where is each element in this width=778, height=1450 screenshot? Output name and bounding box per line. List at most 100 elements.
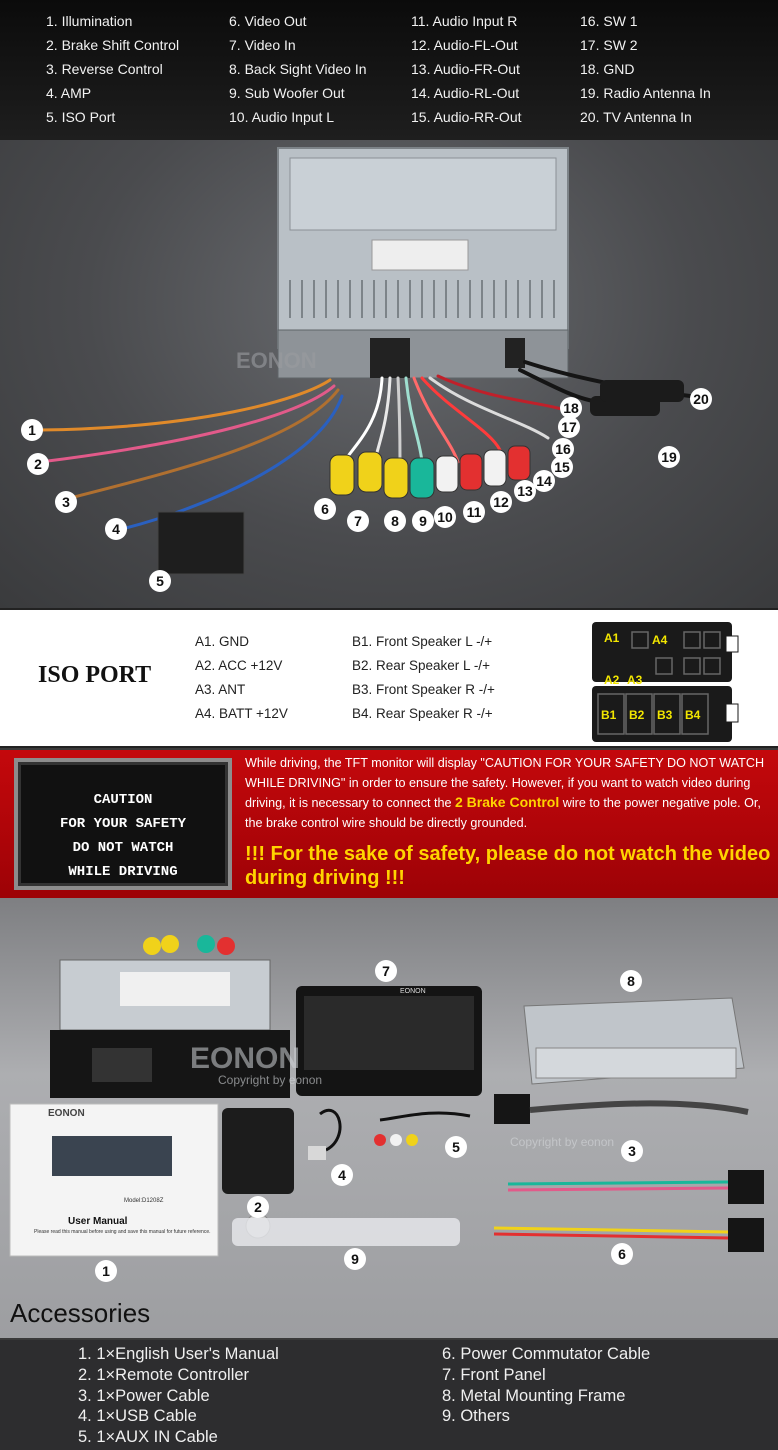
legend-item: 13. Audio-FR-Out xyxy=(411,61,520,77)
legend-item: 1. Illumination xyxy=(46,13,133,29)
accessory-marker: 3 xyxy=(621,1140,643,1162)
legend-item: 10. Audio Input L xyxy=(229,109,335,125)
callout-marker: 4 xyxy=(105,518,127,540)
caution-line: DO NOT WATCH xyxy=(72,840,174,856)
manual-brand: EONON xyxy=(48,1108,85,1119)
accessory-marker: 2 xyxy=(247,1196,269,1218)
accessory-marker: 9 xyxy=(344,1248,366,1270)
legend-item: 2. Brake Shift Control xyxy=(46,37,180,53)
legend-item: 15. Audio-RR-Out xyxy=(411,109,522,125)
iso-pin: A2. ACC +12V xyxy=(195,658,283,673)
panel-brand: EONON xyxy=(400,988,426,995)
accessory-marker: 8 xyxy=(620,970,642,992)
callout-marker: 16 xyxy=(552,438,574,460)
callout-marker: 10 xyxy=(434,506,456,528)
accessory-item: 3. 1×Power Cable xyxy=(78,1386,210,1405)
caution-line: CAUTION xyxy=(93,792,153,808)
connector-label: B2 xyxy=(629,708,645,722)
callout-marker: 15 xyxy=(551,456,573,478)
watermark: EONON xyxy=(236,348,317,373)
connector-label: B1 xyxy=(601,708,617,722)
caution-line: FOR YOUR SAFETY xyxy=(59,816,187,832)
connector-label: B4 xyxy=(685,708,701,722)
legend-item: 7. Video In xyxy=(229,37,296,53)
callout-marker: 5 xyxy=(149,570,171,592)
legend-column-4: 16. SW 1 17. SW 2 18. GND 19. Radio Ante… xyxy=(580,9,711,129)
iso-connector-diagram: A1 A4 A2 A3 B1 B2 B3 B4 xyxy=(592,622,739,742)
connector-label: A1 xyxy=(604,631,620,645)
accessory-item: 9. Others xyxy=(442,1407,510,1426)
legend-column-2: 6. Video Out 7. Video In 8. Back Sight V… xyxy=(229,9,367,129)
iso-pin: A3. ANT xyxy=(195,682,246,697)
accessory-item: 4. 1×USB Cable xyxy=(78,1407,197,1426)
callout-marker: 11 xyxy=(463,501,485,523)
watermark-copyright: Copyright by eonon xyxy=(510,1135,614,1149)
connector-label: A2 xyxy=(604,673,620,687)
iso-b-pin-list: B1. Front Speaker L -/+ B2. Rear Speaker… xyxy=(352,630,495,726)
accessory-item: 7. Front Panel xyxy=(442,1365,546,1384)
accessories-illustration: EONON EONON Model:D1208Z User Manual Ple… xyxy=(9,935,764,1257)
callout-marker: 17 xyxy=(558,416,580,438)
legend-column-1: 1. Illumination 2. Brake Shift Control 3… xyxy=(46,9,179,129)
iso-pin: A4. BATT +12V xyxy=(195,706,288,721)
legend-item: 20. TV Antenna In xyxy=(580,109,692,125)
callout-marker: 1 xyxy=(21,419,43,441)
legend-item: 5. ISO Port xyxy=(46,109,116,125)
legend-column-3: 11. Audio Input R 12. Audio-FL-Out 13. A… xyxy=(411,9,522,129)
callout-marker: 19 xyxy=(658,446,680,468)
iso-pin: B3. Front Speaker R -/+ xyxy=(352,682,495,697)
callout-marker: 14 xyxy=(533,470,555,492)
legend-item: 19. Radio Antenna In xyxy=(580,85,711,101)
caution-screen-text: CAUTION FOR YOUR SAFETY DO NOT WATCH WHI… xyxy=(18,788,228,884)
callout-marker: 2 xyxy=(27,453,49,475)
callout-marker: 18 xyxy=(560,397,582,419)
accessory-marker: 6 xyxy=(611,1243,633,1265)
iso-port-title: ISO PORT xyxy=(38,662,152,688)
safety-warning: !!! For the sake of safety, please do no… xyxy=(245,843,771,889)
accessories-heading: Accessories xyxy=(10,1298,151,1328)
iso-pin: B1. Front Speaker L -/+ xyxy=(352,634,493,649)
accessory-item: 6. Power Commutator Cable xyxy=(442,1345,651,1363)
accessory-item: 5. 1×AUX IN Cable xyxy=(78,1428,218,1447)
wiring-legend: 1. Illumination 2. Brake Shift Control 3… xyxy=(0,0,778,140)
caution-line: WHILE DRIVING xyxy=(68,864,178,880)
legend-item: 8. Back Sight Video In xyxy=(229,61,367,77)
callout-marker: 3 xyxy=(55,491,77,513)
iso-port-panel: ISO PORT A1. GND A2. ACC +12V A3. ANT A4… xyxy=(0,608,778,748)
accessory-marker: 7 xyxy=(375,960,397,982)
caution-panel: CAUTION FOR YOUR SAFETY DO NOT WATCH WHI… xyxy=(0,750,778,898)
legend-item: 17. SW 2 xyxy=(580,37,638,53)
watermark-copyright: Copyright by eonon xyxy=(218,1073,322,1087)
accessory-item: 8. Metal Mounting Frame xyxy=(442,1386,626,1405)
caution-text: While driving, the TFT monitor will disp… xyxy=(245,756,765,810)
caution-screen-illustration: CAUTION FOR YOUR SAFETY DO NOT WATCH WHI… xyxy=(14,758,232,890)
connector-label: A4 xyxy=(652,633,668,647)
callout-marker: 9 xyxy=(412,510,434,532)
callout-marker: 7 xyxy=(347,510,369,532)
caution-text: wire to the power negative pole. Or, the… xyxy=(245,796,761,830)
connector-label: A3 xyxy=(627,673,643,687)
iso-pin: B4. Rear Speaker R -/+ xyxy=(352,706,493,721)
accessories-column-1: 1. 1×English User's Manual 2. 1×Remote C… xyxy=(78,1344,279,1448)
accessory-item: 1. 1×English User's Manual xyxy=(78,1345,279,1363)
legend-item: 14. Audio-RL-Out xyxy=(411,85,520,101)
caution-description: While driving, the TFT monitor will disp… xyxy=(245,754,770,833)
connector-label: B3 xyxy=(657,708,673,722)
accessories-photo: EONON EONON Model:D1208Z User Manual Ple… xyxy=(0,898,778,1338)
callout-marker: 6 xyxy=(314,498,336,520)
manual-note: Please read this manual before using and… xyxy=(34,1229,211,1235)
legend-item: 16. SW 1 xyxy=(580,13,638,29)
accessories-column-2: 6. Power Commutator Cable 7. Front Panel… xyxy=(442,1344,650,1427)
callout-marker: 20 xyxy=(690,388,712,410)
legend-item: 11. Audio Input R xyxy=(411,13,518,29)
head-unit-rear-illustration: EONON xyxy=(38,147,692,575)
caution-highlight: 2 Brake Control xyxy=(455,794,560,810)
wiring-photo: EONON xyxy=(0,140,778,608)
legend-item: 9. Sub Woofer Out xyxy=(229,85,345,101)
legend-item: 4. AMP xyxy=(46,85,92,101)
accessory-marker: 5 xyxy=(445,1136,467,1158)
manual-model: Model:D1208Z xyxy=(124,1198,164,1204)
watermark-brand: EONON xyxy=(190,1042,300,1075)
callout-marker: 12 xyxy=(490,491,512,513)
iso-pin: A1. GND xyxy=(195,634,250,649)
